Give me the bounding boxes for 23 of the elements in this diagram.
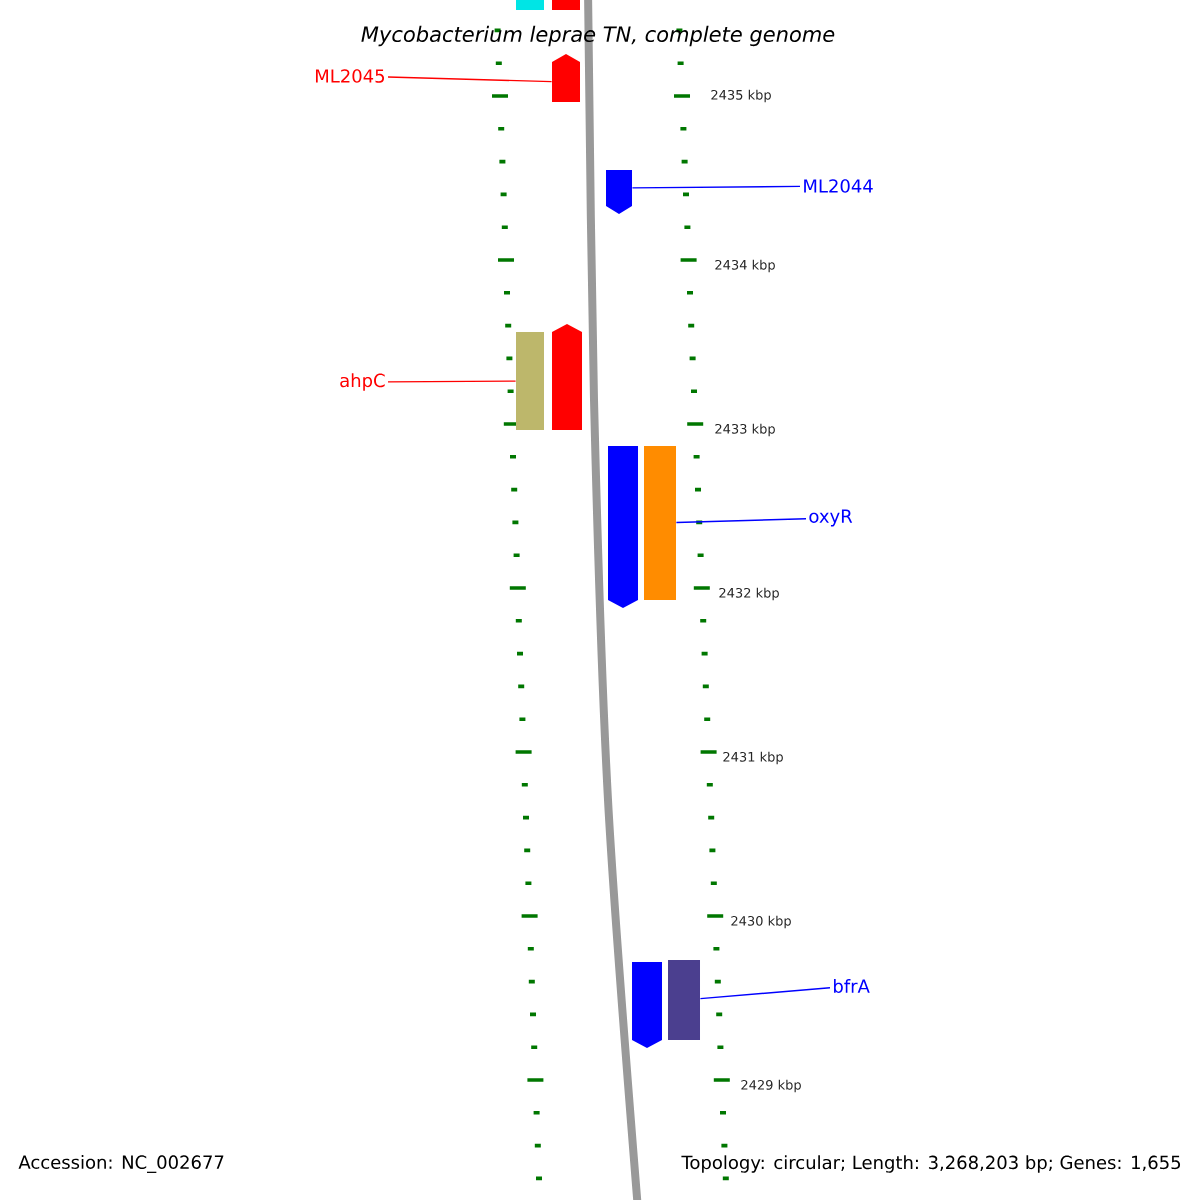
leader-line — [631, 185, 801, 189]
genome-info-text: Topology: circular; Length: 3,268,203 bp; Genes: 1,655 — [681, 1155, 1181, 1173]
gene-feature — [552, 54, 580, 102]
leader-line — [387, 380, 517, 383]
gene-feature — [644, 446, 676, 600]
gene-feature — [516, 332, 544, 430]
leader-line — [675, 518, 807, 524]
gene-feature — [516, 0, 544, 10]
gene-label: ahpC — [340, 373, 385, 391]
gene-feature — [606, 170, 632, 214]
gene-feature — [608, 446, 638, 608]
leader-line — [387, 76, 553, 83]
accession-text: Accession: NC_002677 — [18, 1155, 224, 1173]
gene-feature — [632, 962, 662, 1048]
gene-label: bfrA — [834, 979, 870, 993]
gene-label: ML2044 — [804, 179, 873, 193]
title: Mycobacterium leprae TN, complete genome — [361, 25, 835, 47]
gene-feature — [552, 324, 582, 430]
gene-label: ML2045 — [316, 69, 384, 83]
leader-line — [699, 987, 831, 1000]
gene-feature — [668, 960, 700, 1040]
gene-feature — [552, 0, 580, 10]
gene-label: oxyR — [809, 509, 853, 527]
